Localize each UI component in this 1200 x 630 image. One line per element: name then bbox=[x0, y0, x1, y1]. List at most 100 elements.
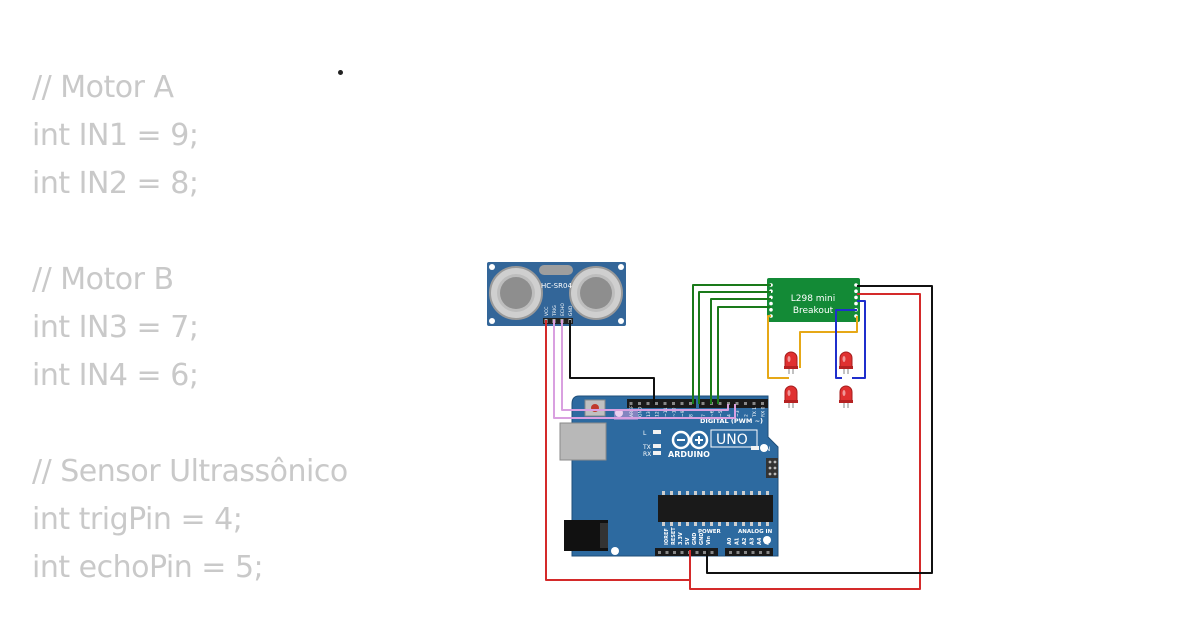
led[interactable] bbox=[839, 351, 853, 374]
digital-pin[interactable] bbox=[727, 402, 730, 405]
chip-pin bbox=[710, 491, 713, 495]
on-led-label: ON bbox=[761, 446, 770, 453]
analog-header bbox=[725, 548, 773, 556]
digital-pin-label: ~9 bbox=[680, 410, 686, 417]
digital-pin-label: ~5 bbox=[718, 410, 724, 417]
digital-pin[interactable] bbox=[735, 402, 739, 405]
icsp-header bbox=[766, 458, 778, 478]
code-line: int IN1 = 9; bbox=[32, 118, 199, 153]
sensor-model: HC-SR04 bbox=[541, 282, 572, 290]
wire-yellow-out1 bbox=[767, 315, 789, 379]
chip-pin bbox=[726, 491, 729, 495]
microcontroller-chip bbox=[658, 495, 773, 522]
wire-pink-echo bbox=[561, 320, 729, 411]
chip-pin bbox=[742, 491, 745, 495]
digital-pin-label: 13 bbox=[646, 411, 652, 417]
digital-pin[interactable] bbox=[680, 402, 684, 405]
digital-pin[interactable] bbox=[655, 402, 658, 405]
digital-pin[interactable] bbox=[629, 402, 633, 405]
chip-pin bbox=[694, 491, 697, 495]
analog-pin-label: A0 bbox=[727, 537, 733, 545]
usb-port bbox=[559, 422, 607, 461]
wire-pink-trig bbox=[553, 320, 736, 419]
analog-pin[interactable] bbox=[729, 551, 732, 554]
power-pin[interactable] bbox=[703, 551, 706, 554]
code-line: int echoPin = 5; bbox=[32, 550, 264, 585]
digital-pin[interactable] bbox=[744, 402, 747, 405]
led[interactable] bbox=[784, 385, 798, 408]
code-line: // Motor B bbox=[32, 262, 174, 297]
l298-driver[interactable]: L298 mini Breakout bbox=[767, 278, 860, 322]
power-pin[interactable] bbox=[658, 551, 661, 554]
digital-pin-label: ~11 bbox=[663, 407, 669, 417]
driver-label-line2: Breakout bbox=[793, 306, 834, 316]
analog-pin[interactable] bbox=[759, 551, 762, 554]
digital-pin[interactable] bbox=[718, 402, 722, 405]
analog-pin[interactable] bbox=[751, 551, 755, 554]
digital-pin[interactable] bbox=[663, 402, 667, 405]
power-header-label: POWER bbox=[698, 529, 722, 535]
chip-pin bbox=[670, 491, 673, 495]
sensor-pin-label: GND bbox=[568, 305, 574, 316]
analog-pin-label: A5 bbox=[765, 537, 771, 545]
chip-pin bbox=[758, 491, 761, 495]
wire-green-in2 bbox=[698, 291, 771, 404]
chip-pin bbox=[686, 491, 689, 495]
power-pin[interactable] bbox=[665, 551, 669, 554]
digital-pin[interactable] bbox=[689, 402, 692, 405]
driver-pin[interactable] bbox=[854, 289, 858, 294]
power-pin[interactable] bbox=[710, 551, 714, 554]
transducer-left bbox=[489, 266, 543, 320]
wire-red-5v-driver bbox=[689, 293, 921, 590]
chip-pin bbox=[750, 491, 753, 495]
driver-pin[interactable] bbox=[854, 301, 858, 306]
driver-pin[interactable] bbox=[854, 283, 858, 287]
analog-pin[interactable] bbox=[766, 551, 770, 554]
crystal bbox=[539, 265, 573, 275]
chip-pin bbox=[662, 491, 665, 495]
power-pin[interactable] bbox=[695, 551, 699, 554]
power-pin-label: Vin bbox=[706, 536, 712, 545]
code-line: int trigPin = 4; bbox=[32, 502, 243, 537]
chip-pin bbox=[702, 522, 705, 526]
power-pin-label: RESET bbox=[671, 527, 677, 545]
chip-pin bbox=[758, 522, 761, 526]
wire-blue-out3 bbox=[852, 300, 866, 379]
digital-pin-label: 12 bbox=[655, 411, 661, 417]
sensor-pin-label: ECHO bbox=[560, 303, 566, 316]
sensor-pin-label: TRIG bbox=[552, 305, 558, 317]
power-pin[interactable] bbox=[673, 551, 676, 554]
digital-pin[interactable] bbox=[761, 402, 764, 405]
led[interactable] bbox=[839, 385, 853, 408]
digital-pin[interactable] bbox=[701, 402, 705, 405]
analog-pin[interactable] bbox=[736, 551, 740, 554]
wires bbox=[545, 284, 933, 590]
led[interactable] bbox=[784, 351, 798, 374]
wire-blue-out4 bbox=[835, 309, 857, 379]
analog-pin[interactable] bbox=[744, 551, 747, 554]
chip-pin bbox=[694, 522, 697, 526]
analog-header-label: ANALOG IN bbox=[738, 529, 773, 535]
digital-pin[interactable] bbox=[646, 402, 650, 405]
l-led-label: L bbox=[643, 430, 647, 437]
driver-pin[interactable] bbox=[769, 301, 773, 306]
driver-label-line1: L298 mini bbox=[791, 294, 836, 304]
digital-pin[interactable] bbox=[672, 402, 675, 405]
digital-header-right bbox=[699, 399, 768, 408]
digital-pin-label: RX 0 bbox=[761, 406, 767, 417]
digital-pin-label: ~10 bbox=[672, 407, 678, 417]
digital-pin-label: 8 bbox=[689, 414, 695, 417]
driver-pin[interactable] bbox=[769, 308, 773, 312]
wire-green-in4 bbox=[717, 306, 771, 404]
digital-pin[interactable] bbox=[638, 402, 641, 405]
chip-pin bbox=[734, 491, 737, 495]
digital-pin-label: 4 bbox=[727, 414, 733, 417]
analog-pin-label: A4 bbox=[757, 537, 763, 545]
digital-pin-label: GND bbox=[638, 406, 644, 417]
digital-pin[interactable] bbox=[752, 402, 756, 405]
power-pin[interactable] bbox=[680, 551, 684, 554]
driver-pin[interactable] bbox=[854, 295, 858, 300]
